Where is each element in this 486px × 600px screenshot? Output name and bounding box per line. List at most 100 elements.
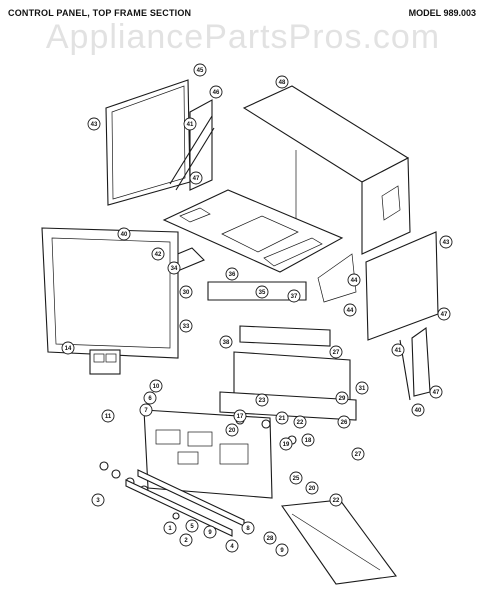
callout-40: 41 [183,117,197,131]
svg-text:4: 4 [230,544,234,550]
callout-45: 44 [347,273,361,287]
callout-5: 5 [185,519,199,533]
callout-2: 2 [179,533,193,547]
svg-text:43: 43 [91,122,98,128]
svg-text:19: 19 [283,442,290,448]
callout-9: 9 [203,525,217,539]
svg-text:21: 21 [279,416,286,422]
model-number: MODEL 989.003 [408,8,476,18]
svg-text:43: 43 [443,240,450,246]
right-bracket [399,326,431,401]
callout-20: 20 [225,423,239,437]
callout-47: 47 [189,171,203,185]
svg-text:34: 34 [171,266,178,272]
callout-25: 25 [289,471,303,485]
svg-text:35: 35 [259,290,266,296]
callout-37: 37 [287,289,301,303]
callout-47b: 47 [437,307,451,321]
diagram-title: CONTROL PANEL, TOP FRAME SECTION [8,8,192,18]
svg-text:48: 48 [279,80,286,86]
svg-text:36: 36 [229,272,236,278]
callout-33: 33 [179,319,193,333]
svg-text:27: 27 [333,350,340,356]
callout-42: 42 [151,247,165,261]
callout-8: 8 [241,521,255,535]
svg-text:45: 45 [197,68,204,74]
svg-text:26: 26 [341,420,348,426]
callout-35: 35 [255,285,269,299]
callout-29: 29 [335,391,349,405]
callout-39b: 40 [411,403,425,417]
control-panel [143,409,273,499]
callout-14: 14 [61,341,75,355]
svg-text:42: 42 [155,252,162,258]
window-frame [41,227,179,359]
callout-31: 31 [355,381,369,395]
callout-22: 22 [293,415,307,429]
svg-text:23: 23 [259,398,266,404]
top-frame [162,189,344,273]
svg-text:31: 31 [359,386,366,392]
svg-text:41: 41 [187,122,194,128]
svg-text:37: 37 [291,294,298,300]
callout-41: 45 [193,63,207,77]
svg-text:20: 20 [229,428,236,434]
top-cabinet [242,85,411,255]
svg-text:47: 47 [433,390,440,396]
callout-30: 30 [179,285,193,299]
svg-text:38: 38 [223,340,230,346]
svg-text:14: 14 [65,346,72,352]
svg-text:25: 25 [293,476,300,482]
callout-7: 7 [139,403,153,417]
svg-text:3: 3 [96,498,100,504]
control-panel-rails [219,325,357,421]
callout-9b: 9 [275,543,289,557]
callout-6: 6 [143,391,157,405]
callout-3: 3 [91,493,105,507]
svg-text:9: 9 [280,548,284,554]
callout-40b: 41 [391,343,405,357]
callout-36: 36 [225,267,239,281]
callout-38: 38 [219,335,233,349]
svg-text:47: 47 [193,176,200,182]
callout-48: 48 [275,75,289,89]
svg-text:46: 46 [213,90,220,96]
svg-text:1: 1 [168,526,172,532]
callout-47c: 47 [429,385,443,399]
callout-18: 18 [301,433,315,447]
left-side-panel [105,79,191,206]
switch-block [89,349,121,375]
callout-34: 34 [167,261,181,275]
callout-10: 10 [149,379,163,393]
svg-text:6: 6 [148,396,152,402]
callout-23: 23 [255,393,269,407]
watermark: AppliancePartsPros.com [45,18,441,56]
callout-27: 27 [329,345,343,359]
svg-text:9: 9 [208,530,212,536]
callout-20b: 20 [305,481,319,495]
svg-text:22: 22 [297,420,304,426]
callout-22b: 22 [329,493,343,507]
svg-text:28: 28 [267,536,274,542]
callout-43b: 43 [439,235,453,249]
bottom-bracket [281,499,397,585]
callout-39: 40 [117,227,131,241]
screw-1 [172,512,180,520]
svg-text:18: 18 [305,438,312,444]
svg-text:40: 40 [415,408,422,414]
right-side-panel [317,231,439,341]
svg-text:22: 22 [333,498,340,504]
callout-21: 21 [275,411,289,425]
svg-text:27: 27 [355,452,362,458]
svg-text:33: 33 [183,324,190,330]
svg-text:30: 30 [183,290,190,296]
callout-27b: 27 [351,447,365,461]
callout-17: 17 [233,409,247,423]
svg-text:41: 41 [395,348,402,354]
svg-text:40: 40 [121,232,128,238]
callout-44: 44 [343,303,357,317]
callout-46: 46 [209,85,223,99]
svg-text:2: 2 [184,538,188,544]
svg-text:17: 17 [237,414,244,420]
